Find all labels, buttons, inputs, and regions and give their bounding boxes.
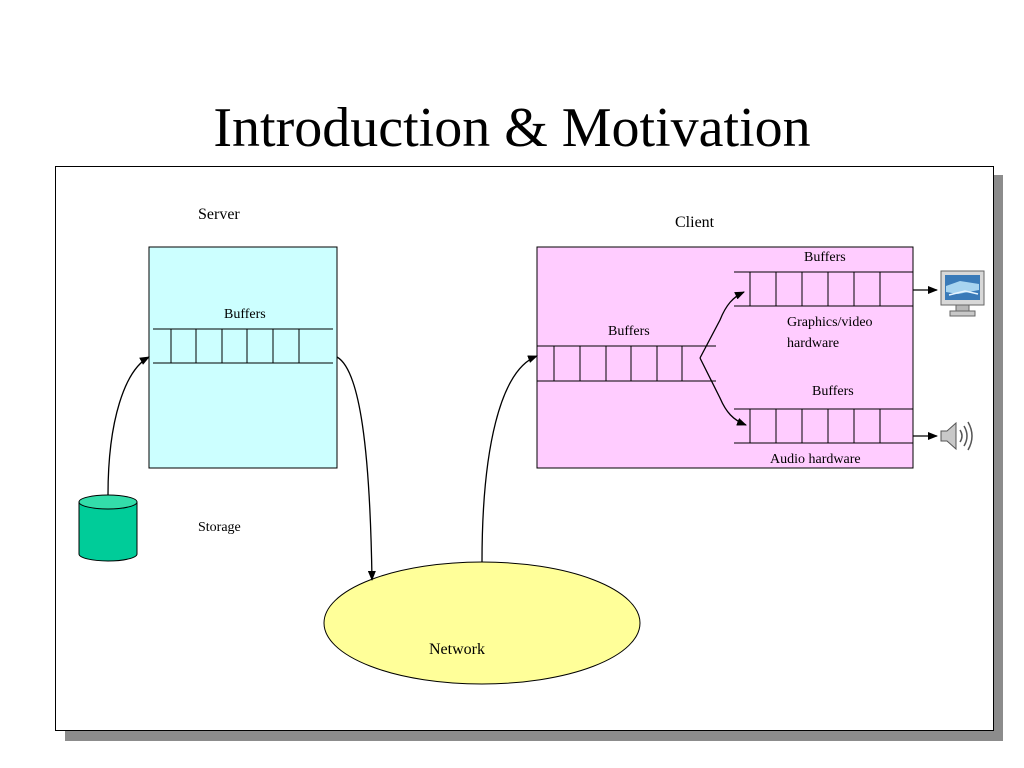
video-buffer-queue: [734, 271, 913, 307]
server-buffer-queue: [153, 328, 333, 364]
server-box: [148, 246, 338, 469]
audio-buffer-queue: [734, 408, 913, 444]
network-to-client-arrow: [481, 355, 538, 563]
speaker-icon: [940, 421, 973, 451]
client-box: [536, 246, 914, 469]
network-label: Network: [429, 641, 485, 658]
client-to-video-arrow: [699, 291, 745, 359]
graphics-hardware-label-line1: Graphics/video: [787, 315, 873, 330]
client-label: Client: [675, 214, 715, 231]
client-buffer-queue: [537, 345, 716, 382]
network-ellipse: [323, 561, 641, 685]
server-to-network-arrow: [336, 356, 376, 581]
audio-hardware-label: Audio hardware: [770, 452, 861, 467]
storage-cylinder: [78, 494, 138, 562]
monitor-icon: [940, 270, 985, 317]
client-to-audio-arrow: [699, 357, 747, 426]
server-buffers-label: Buffers: [224, 307, 266, 322]
graphics-hardware-label-line2: hardware: [787, 336, 840, 351]
audio-buffers-label: Buffers: [812, 384, 854, 399]
client-buffers-label: Buffers: [608, 324, 650, 339]
storage-to-server-arrow: [107, 356, 150, 496]
video-buffers-label: Buffers: [804, 250, 846, 265]
storage-label: Storage: [198, 520, 241, 535]
slide-title: Introduction & Motivation: [213, 97, 811, 159]
server-label: Server: [198, 206, 240, 223]
